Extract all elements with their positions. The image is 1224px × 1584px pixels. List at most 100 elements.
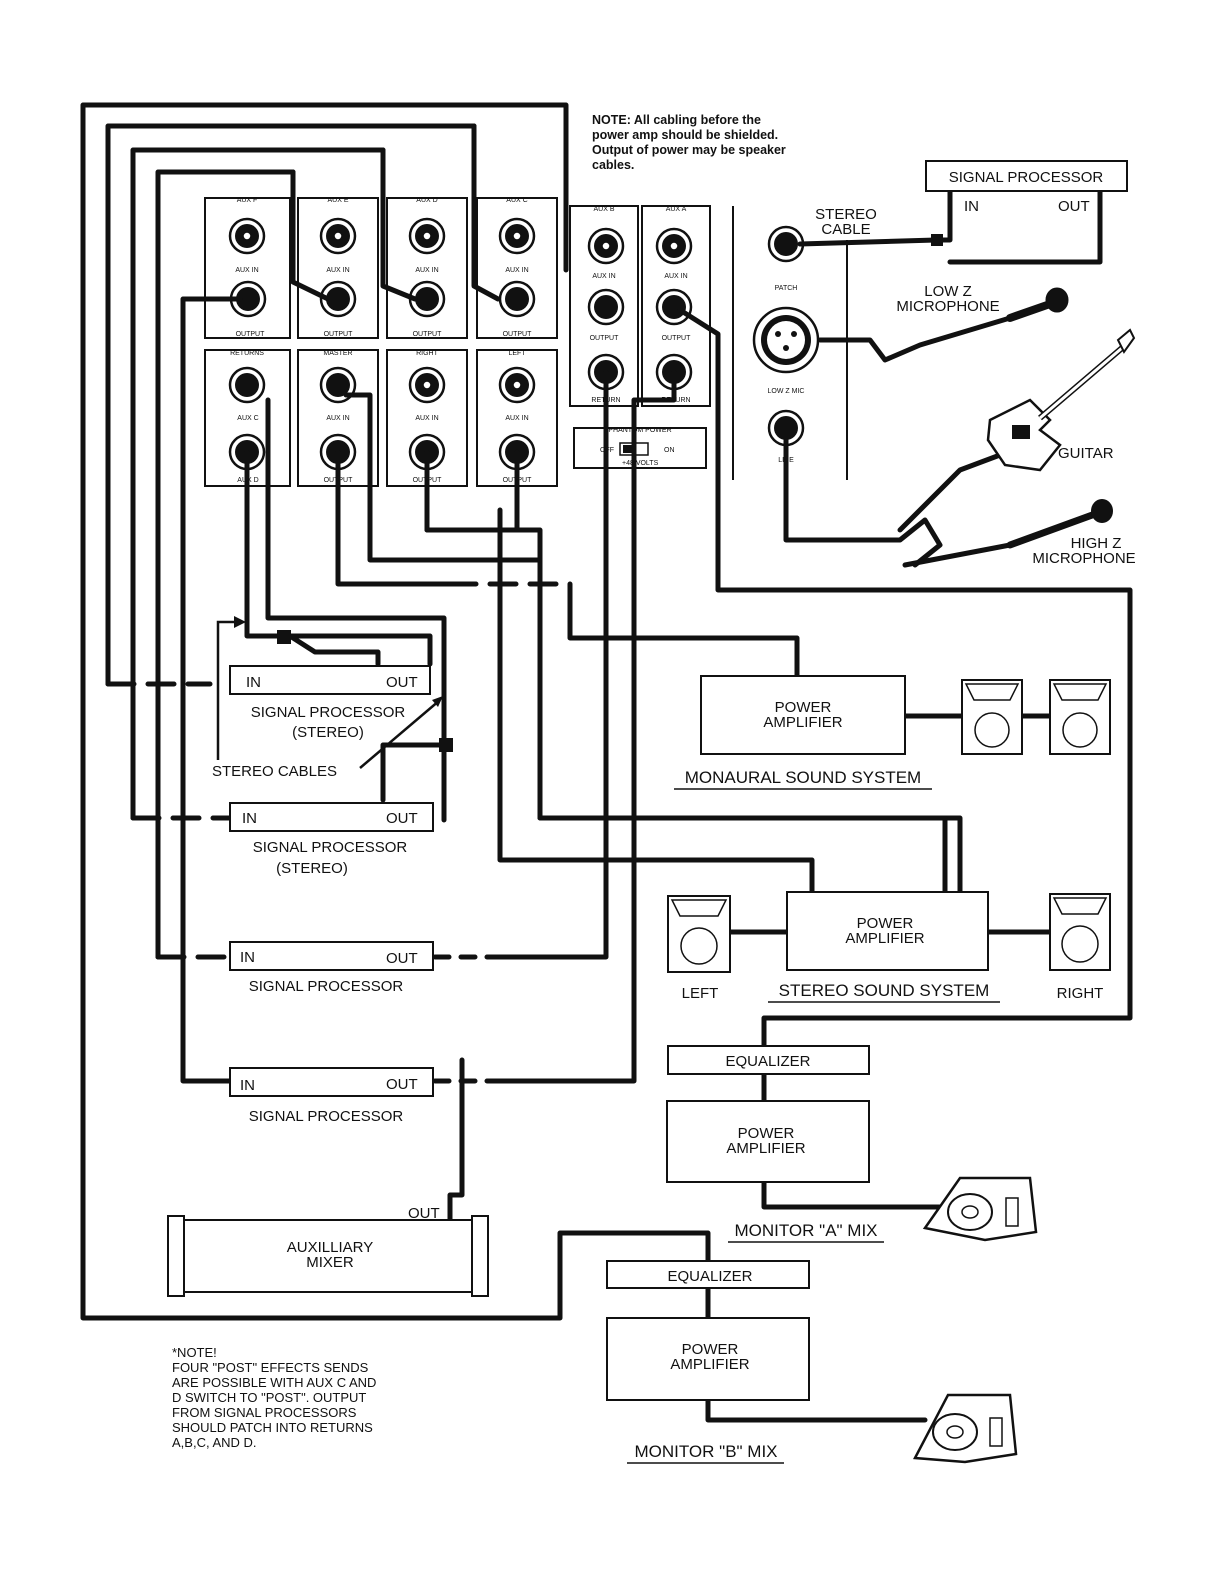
note-line-3: Output of power may be speaker [592, 143, 786, 157]
jack[interactable] [408, 366, 446, 404]
sp-out-label: OUT [1058, 198, 1090, 215]
label-aux-in: AUX IN [664, 273, 687, 280]
label-output: OUTPUT [236, 331, 266, 338]
equalizer-b [606, 1260, 810, 1289]
aux-mixer-out: OUT [408, 1205, 440, 1222]
cable-aux-a-out [677, 307, 1133, 1049]
amp-label: POWER [682, 1341, 739, 1358]
amp-label: POWER [857, 915, 914, 932]
cable-sp1-in [105, 123, 477, 687]
jack[interactable] [587, 288, 625, 326]
label-aux-c: AUX C [506, 197, 527, 204]
sp3-label: SIGNAL PROCESSOR [249, 978, 404, 995]
label-aux-d: AUX D [416, 197, 437, 204]
monitor-a-title: MONITOR "A" MIX [734, 1221, 877, 1240]
sp3-in: IN [240, 949, 255, 966]
stereo-cables-pointer [359, 699, 441, 769]
cable-master-out [335, 449, 453, 587]
cables [80, 102, 1133, 1423]
mixer-panel: PHANTOM POWER OFF ON +48 VOLTS AUX F AUX… [204, 197, 848, 487]
top-note: NOTE: All cabling before the power amp s… [592, 113, 786, 172]
jack[interactable] [587, 227, 625, 265]
note-bottom-line: A,B,C, AND D. [172, 1435, 257, 1450]
jack[interactable] [655, 288, 693, 326]
label-aux-in: AUX IN [326, 415, 349, 422]
cable-master-out [567, 581, 800, 679]
stereo-cable-label-1: STEREO [815, 206, 877, 223]
auxiliary-mixer: OUT AUXILLIARY MIXER [167, 1205, 489, 1297]
mono-power-amplifier [700, 675, 906, 755]
jack[interactable] [498, 280, 536, 318]
label-aux-in: AUX IN [505, 415, 528, 422]
low-z-microphone-icon [1006, 287, 1069, 322]
sp-in-label: IN [964, 198, 979, 215]
patch-jack[interactable] [767, 225, 805, 263]
label-output: OUTPUT [503, 331, 533, 338]
cable-aux-mixer-out [447, 1057, 465, 1223]
label-aux-in: AUX IN [415, 267, 438, 274]
cable-left-to-stereo-amp [497, 507, 815, 895]
sp2-sublabel: (STEREO) [276, 860, 348, 877]
left-speaker-label: LEFT [682, 985, 719, 1002]
jack[interactable] [655, 227, 693, 265]
sp1-label: SIGNAL PROCESSOR [251, 704, 406, 721]
speaker-icon [961, 679, 1023, 755]
low-z-mic-cable [817, 315, 1013, 363]
label-aux-in: AUX IN [235, 267, 258, 274]
monitor-b-title: MONITOR "B" MIX [634, 1442, 777, 1461]
jack[interactable] [319, 217, 357, 255]
signal-processor-patch-label: SIGNAL PROCESSOR [949, 169, 1104, 186]
label-aux-in: AUX IN [326, 267, 349, 274]
cable-aux-b-return [484, 369, 609, 960]
label-patch: PATCH [775, 285, 798, 292]
monaural-system-title: MONAURAL SOUND SYSTEM [685, 768, 921, 787]
xlr-jack[interactable] [752, 306, 820, 374]
jack[interactable] [228, 366, 266, 404]
jack[interactable] [228, 217, 266, 255]
aux-mixer-endcap [167, 1215, 185, 1297]
cable-splitter [277, 630, 291, 644]
low-z-label-1: LOW Z [924, 283, 972, 300]
phantom-power-label: PHANTOM POWER [608, 427, 671, 434]
cable-splitter [931, 234, 943, 246]
phantom-volts-label: +48 VOLTS [622, 460, 659, 467]
label-output: OUTPUT [324, 331, 354, 338]
sp4-label: SIGNAL PROCESSOR [249, 1108, 404, 1125]
jack[interactable] [498, 366, 536, 404]
cable-returns-aux-d [287, 633, 381, 667]
sp2-in: IN [242, 810, 257, 827]
bottom-note: *NOTE! FOUR "POST" EFFECTS SENDS ARE POS… [172, 1345, 376, 1450]
amp-label: AMPLIFIER [670, 1356, 749, 1373]
label-aux-a: AUX A [666, 206, 687, 213]
jack[interactable] [498, 217, 536, 255]
high-z-mic-cable [783, 437, 943, 568]
speaker-icon [1049, 679, 1111, 755]
power-amplifier-a [666, 1100, 870, 1183]
sp4-in: IN [240, 1077, 255, 1094]
jack[interactable] [229, 280, 267, 318]
note-bottom-line: FROM SIGNAL PROCESSORS [172, 1405, 357, 1420]
signal-processor-4 [229, 1067, 434, 1097]
phantom-on-label: ON [664, 447, 675, 454]
low-z-label-2: MICROPHONE [896, 298, 999, 315]
signal-processor-2 [229, 802, 434, 832]
monitor-wedge-icon [913, 1393, 1018, 1464]
equalizer-a [667, 1045, 870, 1075]
cable-aux-mixer-return [80, 102, 711, 1321]
jack[interactable] [408, 217, 446, 255]
cable-right-link [424, 527, 543, 563]
cable-sp2-in [130, 147, 386, 821]
note-line-1: NOTE: All cabling before the [592, 113, 761, 127]
note-line-2: power amp should be shielded. [592, 128, 778, 142]
aux-mixer-endcap [471, 1215, 489, 1297]
label-output: OUTPUT [413, 331, 443, 338]
jack[interactable] [319, 280, 357, 318]
signal-processors: IN OUT SIGNAL PROCESSOR (STEREO) STEREO … [212, 665, 434, 1125]
label-master: MASTER [323, 350, 352, 357]
line-jack[interactable] [767, 409, 805, 447]
label-aux-f: AUX F [237, 197, 258, 204]
label-right: RIGHT [416, 350, 439, 357]
equalizer-b-label: EQUALIZER [667, 1268, 752, 1285]
sound-systems: POWER AMPLIFIER MONAURAL SOUND SYSTEM PO… [606, 675, 1111, 1464]
